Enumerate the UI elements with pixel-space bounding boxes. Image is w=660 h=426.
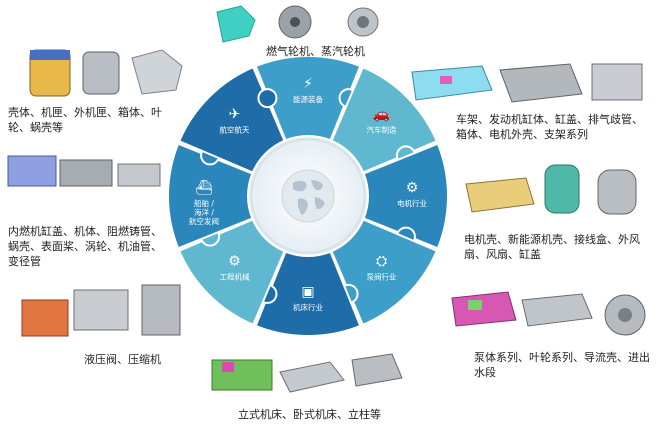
segment-motor <box>362 142 449 250</box>
ship-icon: ⛴ <box>195 180 213 196</box>
segment-label-aero: 航空航天 <box>219 124 249 134</box>
globe-icon <box>281 169 335 223</box>
hydraulic-caption: 液压阀、压缩机 <box>84 353 161 366</box>
segment-label-valve: 泵阀行业 <box>367 272 397 282</box>
airplane-icon: ✈ <box>229 106 241 122</box>
segment-label-marine: 船舶 / <box>194 198 214 208</box>
segment-valve <box>330 218 439 327</box>
motor-caption: 电机壳、新能源机壳、接线盒、外风扇、风扇、缸盖 <box>464 233 640 261</box>
segment-construction <box>177 218 286 327</box>
segment-marine <box>167 142 254 250</box>
shell-caption: 壳体、机匣、外机匣、箱体、叶轮、蜗壳等 <box>8 106 162 134</box>
segment-label-construction: 工程机械 <box>219 272 249 282</box>
segment-label-energy: 能源装备 <box>293 94 323 104</box>
segment-aero <box>177 65 286 174</box>
power-tower-icon: ⚡ <box>303 76 313 92</box>
hydraulic-products <box>21 284 181 337</box>
segment-label-marine: 海洋 / <box>194 207 214 217</box>
car-icon: 🚗 <box>373 106 390 122</box>
segment-label-marine: 航空发阀 <box>189 216 219 226</box>
motor-products <box>465 164 637 215</box>
auto-products <box>411 63 643 103</box>
engine-caption: 内燃机缸盖、机体、阻燃铸管、蜗壳、表面桨、涡轮、机油管、变径管 <box>8 225 162 268</box>
auto-caption: 车架、发动机缸体、缸盖、排气歧管、箱体、电机外壳、支架系列 <box>456 113 643 141</box>
segment-machine <box>254 250 362 337</box>
machine-tool-products <box>211 353 403 393</box>
gear-icon: ⚙ <box>228 254 241 270</box>
turbine-caption: 燃气轮机、蒸汽轮机 <box>266 45 365 58</box>
machine-tool-icon: ▣ <box>301 284 314 300</box>
segment-label-machine: 机床行业 <box>293 302 323 312</box>
engine-products <box>7 155 161 187</box>
machine-tool-caption: 立式机床、卧式机床、立柱等 <box>238 408 381 421</box>
segment-label-auto: 汽车制造 <box>367 124 397 134</box>
wheel: ⚡能源装备🚗汽车制造⚙电机行业⛭泵阀行业▣机床行业⚙工程机械⛴船舶 /海洋 /航… <box>167 55 449 337</box>
segment-label-motor: 电机行业 <box>397 198 427 208</box>
segment-energy <box>254 55 362 142</box>
segment-tab-aero <box>257 88 278 109</box>
segment-auto <box>330 65 439 174</box>
turbine-products <box>216 5 379 43</box>
valve-icon: ⛭ <box>376 254 387 270</box>
pump-products <box>451 291 646 336</box>
motor-icon: ⚙ <box>406 180 419 196</box>
pump-caption: 泵体系列、叶轮系列、导流壳、进出水段 <box>474 351 650 379</box>
shell-products <box>29 49 183 97</box>
